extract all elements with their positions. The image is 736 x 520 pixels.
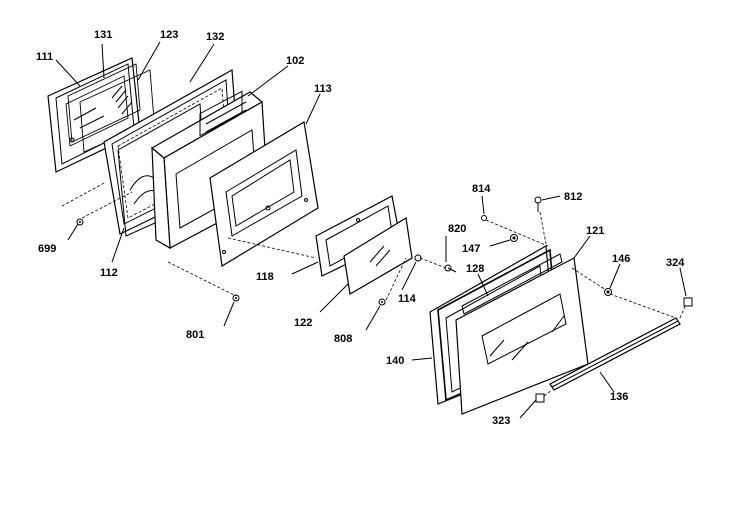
label-122: 122 <box>294 317 312 329</box>
leader-lines <box>55 41 687 419</box>
label-113: 113 <box>314 83 332 95</box>
label-801: 801 <box>186 329 204 341</box>
label-140: 140 <box>386 355 404 367</box>
label-814: 814 <box>472 183 491 195</box>
label-812: 812 <box>564 191 582 203</box>
label-146: 146 <box>612 253 630 265</box>
part-113-door-frame <box>209 121 319 267</box>
screw-699 <box>76 218 84 226</box>
label-121: 121 <box>586 225 604 237</box>
label-820: 820 <box>448 223 466 235</box>
label-808: 808 <box>334 333 352 345</box>
screw-808 <box>378 298 386 306</box>
label-132: 132 <box>206 31 224 43</box>
part-128-trim-strip <box>461 253 563 315</box>
screw-812 <box>534 196 542 212</box>
label-324: 324 <box>666 257 685 269</box>
part-102-insulation-box <box>150 90 269 250</box>
clip-146 <box>604 288 612 296</box>
screw-801 <box>232 294 240 302</box>
screw-814 <box>481 215 487 221</box>
screw-820 <box>444 264 457 273</box>
label-111: 111 <box>36 51 53 63</box>
end-cap-323 <box>535 393 545 403</box>
end-cap-324 <box>683 297 693 307</box>
label-699: 699 <box>38 243 56 255</box>
label-131: 131 <box>94 29 112 41</box>
label-102: 102 <box>286 55 304 67</box>
part-136-handle-bar <box>549 317 681 391</box>
part-122-glass-pane <box>343 217 413 295</box>
label-118: 118 <box>256 271 274 283</box>
label-114: 114 <box>398 293 417 305</box>
label-123: 123 <box>160 29 178 41</box>
part-131-window-glass <box>67 63 141 143</box>
assembly-lines <box>61 181 687 397</box>
label-128: 128 <box>466 263 484 275</box>
clip-147 <box>510 234 518 242</box>
label-136: 136 <box>610 391 628 403</box>
label-323: 323 <box>492 415 510 427</box>
label-112: 112 <box>100 267 118 279</box>
label-147: 147 <box>462 243 480 255</box>
